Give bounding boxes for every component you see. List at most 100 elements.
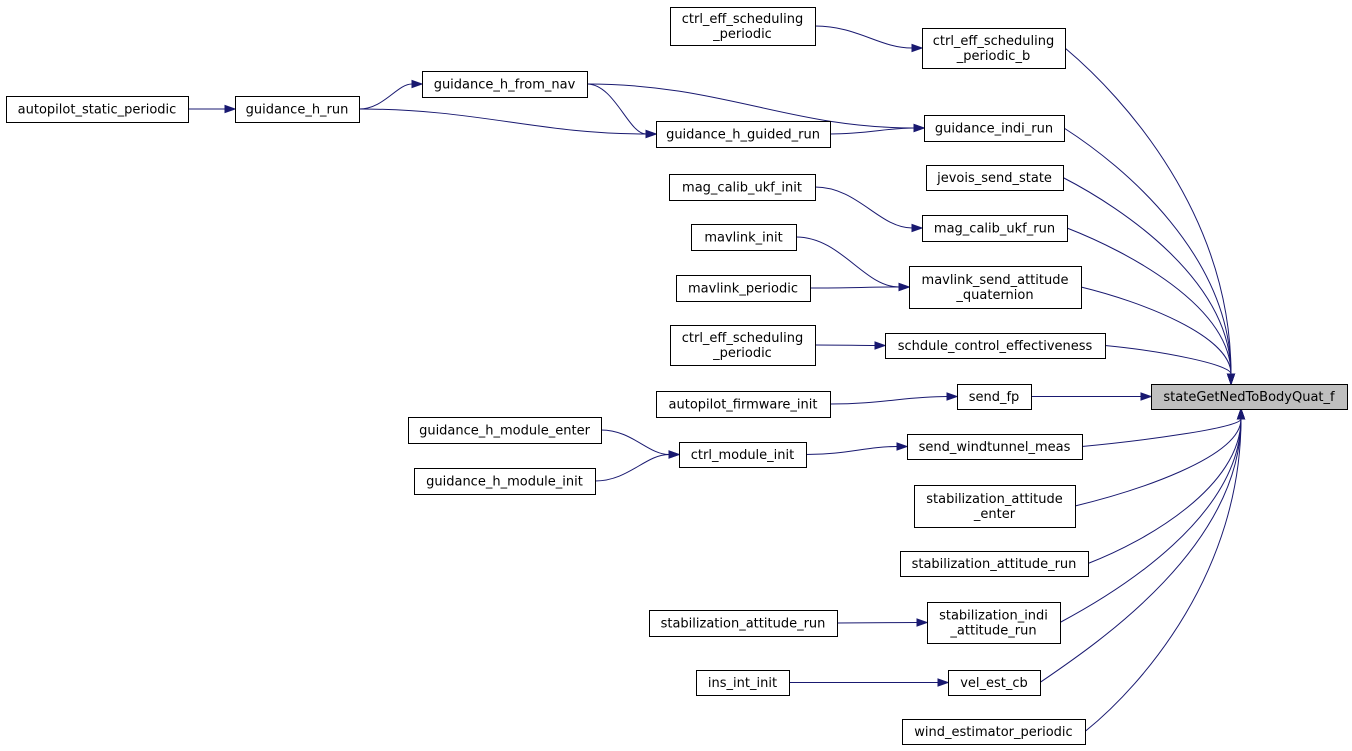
node-schdule-ce[interactable]: schdule_control_effectiveness (885, 333, 1106, 359)
node-ins-int-init[interactable]: ins_int_init (696, 670, 790, 696)
edge-stab_att_run_l-to-stab_indi (836, 618, 929, 627)
edge-guidance_h_guided_run-to-guidance_indi_run (829, 123, 926, 135)
node-box (691, 224, 797, 251)
node-box (885, 333, 1106, 359)
node-label: _periodic (712, 346, 772, 361)
node-ctrl-eff-p2[interactable]: ctrl_eff_scheduling_periodic (670, 325, 816, 366)
node-label: send_windtunnel_meas (919, 440, 1071, 455)
node-label: ctrl_eff_scheduling (933, 34, 1055, 49)
node-guidance-h-guided-run[interactable]: guidance_h_guided_run (656, 121, 831, 148)
node-box (900, 551, 1089, 577)
node-jevois-send-state[interactable]: jevois_send_state (926, 165, 1064, 191)
node-stab-att-run-r[interactable]: stabilization_attitude_run (900, 551, 1089, 577)
node-autopilot-fw-init[interactable]: autopilot_firmware_init (656, 391, 831, 418)
node-label: autopilot_firmware_init (669, 398, 818, 413)
edge-guidance_h_run-to-guidance_h_guided_run (358, 108, 658, 139)
node-label: mavlink_init (704, 231, 782, 246)
node-label: stabilization_attitude_run (661, 617, 826, 632)
node-ctrl-module-init[interactable]: ctrl_module_init (679, 442, 807, 468)
node-vel-est-cb[interactable]: vel_est_cb (948, 670, 1041, 696)
node-stab-att-enter[interactable]: stabilization_attitude_enter (914, 485, 1076, 528)
node-label: mag_calib_ukf_run (934, 222, 1055, 237)
node-label: _periodic_b (956, 49, 1030, 64)
node-label: stabilization_indi (939, 609, 1048, 624)
node-guidance-h-from-nav[interactable]: guidance_h_from_nav (422, 71, 588, 98)
node-box (670, 7, 816, 46)
node-label: _attitude_run (949, 624, 1036, 639)
node-gh-module-enter[interactable]: guidance_h_module_enter (408, 417, 602, 444)
node-label: vel_est_cb (960, 676, 1028, 691)
node-mag-calib-ukf-init[interactable]: mag_calib_ukf_init (669, 174, 816, 201)
edge-mavlink_periodic-to-mavlink_send_att (809, 282, 911, 292)
edge-send_windtunnel-to-root (1081, 407, 1246, 447)
node-label: guidance_h_module_init (426, 475, 583, 490)
node-box (924, 115, 1065, 142)
node-mavlink-send-att[interactable]: mavlink_send_attitude_quaternion (909, 266, 1082, 309)
edge-gh_module_enter-to-ctrl_module_init (600, 429, 681, 459)
node-stab-att-run-l[interactable]: stabilization_attitude_run (649, 610, 838, 637)
node-stab-indi[interactable]: stabilization_indi_attitude_run (927, 602, 1061, 644)
node-box (909, 266, 1082, 309)
node-send-windtunnel[interactable]: send_windtunnel_meas (907, 434, 1083, 460)
node-guidance-h-run[interactable]: guidance_h_run (235, 96, 360, 123)
node-label: mavlink_periodic (688, 282, 798, 297)
node-label: ctrl_module_init (691, 448, 794, 463)
node-autopilot-static[interactable]: autopilot_static_periodic (6, 96, 189, 123)
node-box (696, 670, 790, 696)
node-box (922, 215, 1068, 242)
node-box (907, 434, 1083, 460)
node-label: guidance_h_guided_run (666, 128, 820, 143)
node-label: mag_calib_ukf_init (682, 181, 802, 196)
node-box (957, 384, 1032, 410)
node-box (649, 610, 838, 637)
node-label: wind_estimator_periodic (914, 725, 1072, 740)
node-ctrl-eff-b[interactable]: ctrl_eff_scheduling_periodic_b (922, 28, 1066, 69)
edge-ctrl_module_init-to-send_windtunnel (805, 442, 909, 455)
node-box (414, 468, 596, 495)
node-box (422, 71, 588, 98)
node-box (948, 670, 1041, 696)
node-label: _quaternion (955, 288, 1033, 303)
node-send-fp[interactable]: send_fp (957, 384, 1032, 410)
edge-gh_module_init-to-ctrl_module_init (594, 450, 681, 482)
node-label: mavlink_send_attitude (922, 273, 1069, 288)
node-box (656, 121, 831, 148)
edge-guidance_h_run-to-guidance_h_from_nav (358, 79, 424, 110)
edge-stab_indi-to-root (1059, 407, 1246, 623)
node-label: schdule_control_effectiveness (898, 339, 1093, 354)
node-label: _periodic (712, 27, 772, 42)
node-label: ins_int_init (708, 676, 777, 691)
edge-ctrl_eff_p1-to-ctrl_eff_b (814, 25, 924, 53)
node-box (926, 165, 1064, 191)
node-label: guidance_indi_run (935, 122, 1053, 137)
node-label: autopilot_static_periodic (18, 103, 177, 118)
node-box (676, 275, 811, 302)
node-box (927, 602, 1061, 644)
edge-send_fp-to-root (1031, 392, 1153, 401)
node-wind-est[interactable]: wind_estimator_periodic (902, 719, 1086, 745)
node-box (6, 96, 189, 123)
node-box (922, 28, 1066, 69)
node-label: stabilization_attitude (926, 492, 1062, 507)
node-root[interactable]: stateGetNedToBodyQuat_f (1151, 384, 1348, 410)
node-box (656, 391, 831, 418)
edge-ins_int_init-to-vel_est_cb (789, 678, 950, 687)
node-label: guidance_h_module_enter (419, 424, 590, 439)
node-mavlink-periodic[interactable]: mavlink_periodic (676, 275, 811, 302)
node-box (1151, 384, 1348, 410)
node-mavlink-init[interactable]: mavlink_init (691, 224, 797, 251)
node-label: ctrl_eff_scheduling (682, 331, 804, 346)
node-ctrl-eff-p1[interactable]: ctrl_eff_scheduling_periodic (670, 7, 816, 46)
node-label: stateGetNedToBodyQuat_f (1163, 390, 1335, 405)
node-guidance-indi-run[interactable]: guidance_indi_run (924, 115, 1065, 142)
edge-mavlink_init-to-mavlink_send_att (795, 236, 911, 292)
edge-mag_calib_ukf_init-to-mag_calib_ukf_run (814, 186, 924, 233)
node-label: stabilization_attitude_run (912, 557, 1077, 572)
node-label: jevois_send_state (936, 171, 1052, 186)
edge-stab_att_run_r-to-root (1087, 407, 1246, 564)
node-gh-module-init[interactable]: guidance_h_module_init (414, 468, 596, 495)
node-box (670, 325, 816, 366)
node-label: guidance_h_from_nav (434, 78, 576, 93)
node-mag-calib-ukf-run[interactable]: mag_calib_ukf_run (922, 215, 1068, 242)
